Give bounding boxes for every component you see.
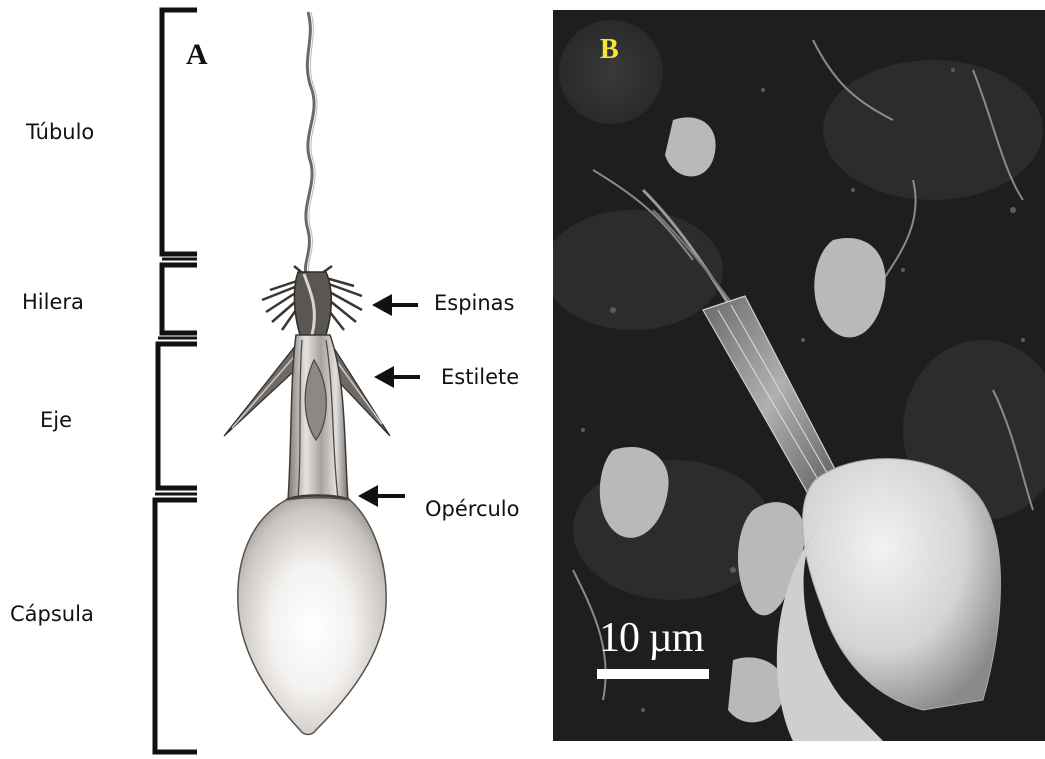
capsule: [238, 498, 386, 735]
arrow-operculo: [358, 485, 405, 507]
panel-b-letter: B: [600, 34, 619, 66]
arrow-espinas: [372, 294, 418, 316]
bracket-hilera: [162, 265, 197, 333]
nematocyst-drawing: [0, 0, 550, 759]
scale-bar: [597, 669, 709, 679]
tubule-thread: [305, 12, 314, 275]
bracket-capsula: [155, 500, 197, 752]
panel-a: A Túbulo Hilera Eje Cápsula Espinas Esti…: [0, 0, 550, 759]
bracket-eje: [158, 344, 197, 488]
scale-bar-label: 10 µm: [599, 614, 703, 662]
arrow-estilete: [374, 366, 420, 388]
panel-b-micrograph: B 10 µm: [553, 10, 1045, 741]
bracket-tubulo: [162, 10, 197, 254]
